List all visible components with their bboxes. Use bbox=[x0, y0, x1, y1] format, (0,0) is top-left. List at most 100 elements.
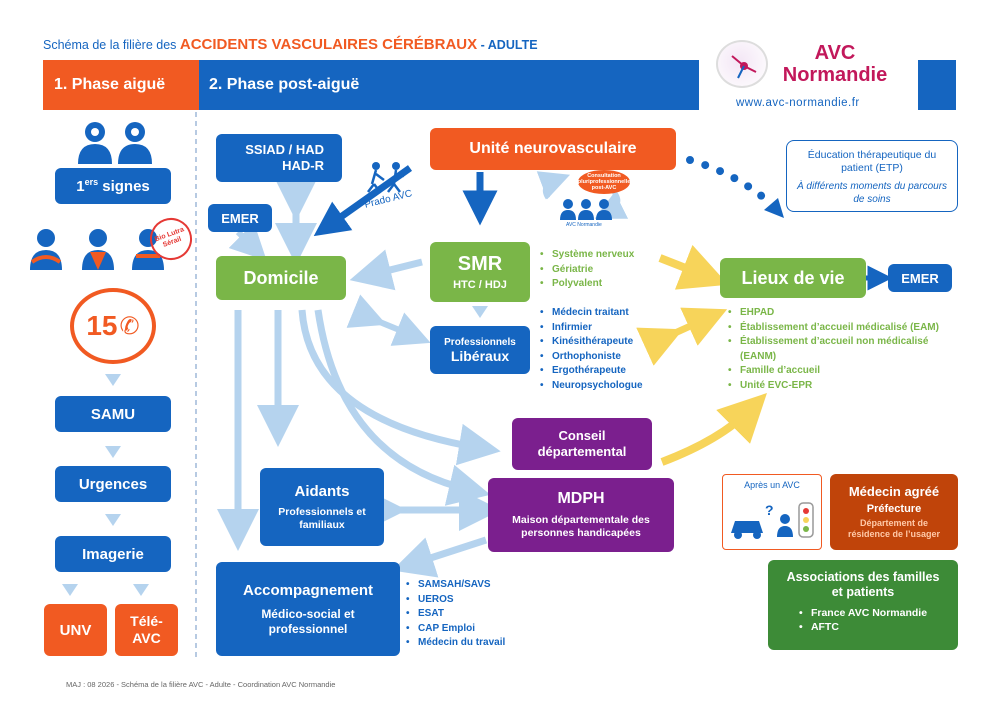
ssiad-label: SSIAD / HAD bbox=[245, 142, 324, 157]
footer-note: MAJ : 08 2026 - Schéma de la filière AVC… bbox=[66, 680, 336, 689]
list-item: Unité EVC-EPR bbox=[728, 379, 958, 394]
banner-end-block bbox=[918, 60, 956, 110]
list-item: UEROS bbox=[406, 593, 505, 608]
etp-subtitle: À différents moments du parcours de soin… bbox=[796, 181, 948, 205]
emer-left-box: EMER bbox=[208, 204, 272, 232]
list-item: EHPAD bbox=[728, 306, 958, 321]
imagerie-box: Imagerie bbox=[55, 536, 171, 572]
accompagnement-sublabel: Médico-social et professionnel bbox=[261, 606, 355, 636]
responders-icon bbox=[28, 226, 168, 270]
list-item: Polyvalent bbox=[540, 277, 634, 292]
accompagnement-box: Accompagnement Médico-social et professi… bbox=[216, 562, 400, 656]
list-item: France AVC Normandie bbox=[799, 606, 927, 620]
unv-box: UNV bbox=[44, 604, 107, 656]
list-item: CAP Emploi bbox=[406, 622, 505, 637]
list-item: Infirmier bbox=[540, 321, 643, 336]
medecin-agree-box: Médecin agréé Préfecture Département de … bbox=[830, 474, 958, 550]
logo-line2: Normandie bbox=[782, 64, 888, 86]
liberaux-small-label: Professionnels bbox=[444, 336, 516, 348]
page-title: Schéma de la filière des ACCIDENTS VASCU… bbox=[43, 36, 538, 53]
list-item: Établissement d’accueil médicalisé (EAM) bbox=[728, 321, 958, 336]
conseil-departemental-box: Conseil départemental bbox=[512, 418, 652, 470]
down-arrow bbox=[472, 306, 488, 318]
title-suffix: - ADULTE bbox=[477, 38, 538, 52]
list-item: Neuropsychologue bbox=[540, 379, 643, 394]
liberaux-label: Libéraux bbox=[450, 347, 510, 364]
title-prefix: Schéma de la filière des bbox=[43, 38, 180, 52]
mdph-label: MDPH bbox=[557, 490, 605, 507]
etp-title: Éducation thérapeutique du patient (ETP) bbox=[807, 149, 937, 174]
accompagnement-label: Accompagnement bbox=[242, 581, 374, 599]
title-main: ACCIDENTS VASCULAIRES CÉRÉBRAUX bbox=[179, 36, 478, 53]
hadr-label: HAD-R bbox=[282, 158, 324, 173]
etp-box: Éducation thérapeutique du patient (ETP)… bbox=[786, 140, 958, 212]
phase-post-banner: 2. Phase post-aiguë bbox=[199, 60, 699, 110]
down-arrow bbox=[105, 374, 121, 386]
phase2-label: 2. Phase post-aiguë bbox=[209, 76, 360, 93]
smr-sublabel: HTC / HDJ bbox=[453, 279, 507, 291]
mdph-sublabel: Maison départementale des personnes hand… bbox=[512, 514, 650, 539]
phase1-label: 1. Phase aiguë bbox=[54, 76, 166, 93]
list-item: Médecin du travail bbox=[406, 636, 505, 651]
tele-avc-box: Télé-AVC bbox=[115, 604, 178, 656]
prado-icon bbox=[364, 158, 412, 194]
dotted-arrow bbox=[686, 156, 776, 209]
associations-title: Associations des familles et patients bbox=[786, 570, 940, 599]
lieux-list: EHPAD Établissement d’accueil médicalisé… bbox=[728, 306, 958, 393]
emergency-15-icon: 15 ✆ bbox=[70, 288, 156, 364]
consultation-team-icon bbox=[556, 196, 616, 224]
accompagnement-list: SAMSAH/SAVS UEROS ESAT CAP Emploi Médeci… bbox=[406, 578, 505, 651]
down-arrow bbox=[105, 514, 121, 526]
liberaux-box: Professionnels Libéraux bbox=[430, 326, 530, 374]
smr-label: SMR bbox=[457, 253, 503, 275]
list-item: Système nerveux bbox=[540, 248, 634, 263]
domicile-box: Domicile bbox=[216, 256, 346, 300]
list-item: Famille d’accueil bbox=[728, 364, 958, 379]
logo-url-link[interactable]: www.avc-normandie.fr bbox=[736, 97, 860, 109]
associations-box: Associations des familles et patients Fr… bbox=[768, 560, 958, 650]
medecin-agree-label: Médecin agréé bbox=[848, 484, 940, 499]
prefecture-sublabel: Département de résidence de l’usager bbox=[847, 518, 941, 539]
ssiad-had-box: SSIAD / HAD HAD-R bbox=[216, 134, 342, 182]
list-item: ESAT bbox=[406, 607, 505, 622]
urgences-box: Urgences bbox=[55, 466, 171, 502]
svg-text:?: ? bbox=[765, 502, 774, 518]
smr-box: SMR HTC / HDJ bbox=[430, 242, 530, 302]
liberaux-list: Médecin traitant Infirmier Kinésithérape… bbox=[540, 306, 643, 393]
apres-avc-label: Après un AVC bbox=[744, 480, 800, 490]
list-item: Gériatrie bbox=[540, 263, 634, 278]
consultation-sublabel: AVC Normandie bbox=[566, 222, 602, 228]
prefecture-label: Préfecture bbox=[866, 503, 922, 515]
first-signs-box: 1ers signes bbox=[55, 168, 171, 204]
lieux-de-vie-box: Lieux de vie bbox=[720, 258, 866, 298]
apres-avc-box: Après un AVC ? bbox=[722, 474, 822, 550]
down-arrow bbox=[62, 584, 78, 596]
emer-right-box: EMER bbox=[888, 264, 952, 292]
aidants-label: Aidants bbox=[294, 482, 350, 500]
car-doctor-icon: ? bbox=[731, 502, 814, 539]
down-arrow bbox=[105, 446, 121, 458]
list-item: AFTC bbox=[799, 620, 927, 634]
list-item: Ergothérapeute bbox=[540, 364, 643, 379]
phone-icon: ✆ bbox=[119, 312, 140, 340]
list-item: SAMSAH/SAVS bbox=[406, 578, 505, 593]
associations-list: France AVC Normandie AFTC bbox=[799, 606, 927, 634]
prado-arrow bbox=[313, 165, 413, 237]
emergency-number: 15 bbox=[86, 310, 118, 341]
unite-neurovasculaire-box: Unité neurovasculaire bbox=[430, 128, 676, 170]
aidants-sublabel: Professionnels et familiaux bbox=[278, 505, 366, 531]
aidants-box: Aidants Professionnels et familiaux bbox=[260, 468, 384, 546]
brain-logo-icon bbox=[716, 40, 768, 88]
samu-box: SAMU bbox=[55, 396, 171, 432]
mdph-box: MDPH Maison départementale des personnes… bbox=[488, 478, 674, 552]
smr-list: Système nerveux Gériatrie Polyvalent bbox=[540, 248, 634, 292]
list-item: Médecin traitant bbox=[540, 306, 643, 321]
list-item: Orthophoniste bbox=[540, 350, 643, 365]
list-item: Kinésithérapeute bbox=[540, 335, 643, 350]
consultation-bubble: Consultation pluriprofessionnelle post-A… bbox=[578, 170, 630, 194]
list-item: Établissement d’accueil non médicalisé (… bbox=[728, 335, 958, 364]
down-arrow bbox=[133, 584, 149, 596]
logo-line1: AVC bbox=[814, 42, 856, 64]
phase-acute-banner: 1. Phase aiguë bbox=[43, 60, 199, 110]
